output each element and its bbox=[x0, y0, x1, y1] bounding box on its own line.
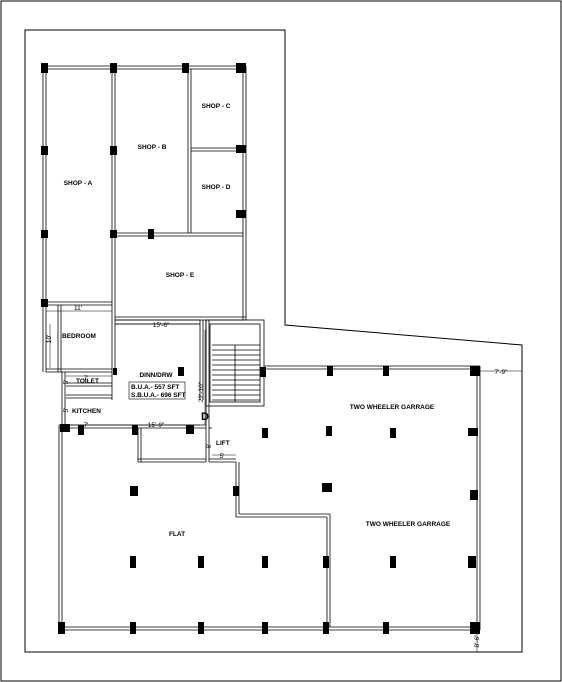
flat-label: FLAT bbox=[169, 531, 185, 538]
kitchen-label: KITCHEN bbox=[72, 408, 101, 415]
dim-10-bed: 10' bbox=[46, 335, 53, 343]
shop-c-label: SHOP - C bbox=[202, 103, 231, 110]
shop-a-label: SHOP - A bbox=[64, 180, 93, 187]
door-mark: D bbox=[201, 411, 209, 423]
dim-11: 11' bbox=[74, 305, 82, 312]
plot-boundary bbox=[24, 29, 523, 653]
lift-label: LIFT bbox=[216, 440, 230, 447]
shop-e-label: SHOP - E bbox=[166, 272, 195, 279]
garage-label-1: TWO WHEELER GARRAGE bbox=[350, 404, 435, 411]
shop-b-label: SHOP - B bbox=[138, 144, 167, 151]
dim-5-lift: 5' bbox=[220, 453, 225, 460]
dimension-lines bbox=[46, 310, 522, 652]
bua-label: B.U.A.- 557 SFT bbox=[131, 384, 179, 391]
dim-6-lift: 6' bbox=[206, 444, 213, 449]
dim-15-9: 15'-9" bbox=[148, 422, 165, 429]
dim-15-6: 15'-6" bbox=[153, 322, 170, 329]
dim-7-toilet: 7' bbox=[84, 375, 89, 382]
flat-walls bbox=[42, 305, 480, 631]
dim-5-kitchen: 5' bbox=[63, 408, 70, 413]
dim-22-10: 22'-10" bbox=[198, 381, 205, 402]
shop-d-label: SHOP - D bbox=[202, 184, 231, 191]
garage-label-2: TWO WHEELER GARRAGE bbox=[366, 521, 451, 528]
dining-label: DINN/DRW bbox=[139, 372, 173, 379]
staircase bbox=[205, 319, 265, 407]
dim-7-kitchen: 7' bbox=[84, 422, 89, 429]
dim-7-9: 7'-9" bbox=[495, 369, 509, 376]
bedroom-label: BEDROOM bbox=[62, 333, 96, 340]
sbua-label: S.B.U.A.- 696 SFT bbox=[131, 392, 186, 399]
area-box bbox=[128, 381, 186, 400]
lower-columns bbox=[58, 366, 480, 634]
shop-columns bbox=[41, 63, 246, 307]
toilet-label: TOILET bbox=[76, 378, 99, 385]
dim-8-6: 8'-6" bbox=[474, 634, 481, 648]
dim-5-toilet: 5' bbox=[63, 380, 70, 385]
shops-block bbox=[42, 65, 247, 321]
